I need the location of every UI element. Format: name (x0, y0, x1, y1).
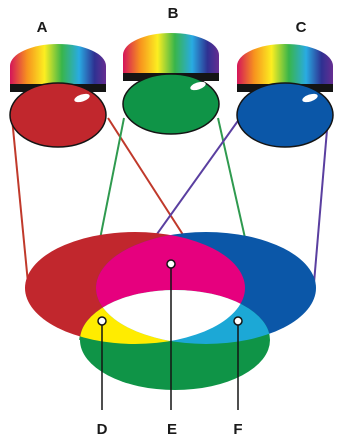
label-f: F (233, 421, 242, 438)
spotlight-a-lens (10, 83, 106, 147)
label-d: D (97, 421, 108, 438)
marker-d (98, 317, 106, 325)
spotlight-b-band (123, 55, 219, 75)
spotlight-c-lens (237, 83, 333, 147)
marker-e (167, 260, 175, 268)
label-a: A (37, 19, 48, 36)
spotlight-c (237, 44, 333, 147)
spotlight-b (123, 33, 219, 134)
beam-red-left (12, 118, 28, 283)
spotlight-a (10, 44, 106, 147)
label-c: C (296, 19, 307, 36)
label-e: E (167, 421, 177, 438)
label-b: B (168, 5, 179, 22)
marker-f (234, 317, 242, 325)
beam-blue-right (314, 118, 328, 283)
